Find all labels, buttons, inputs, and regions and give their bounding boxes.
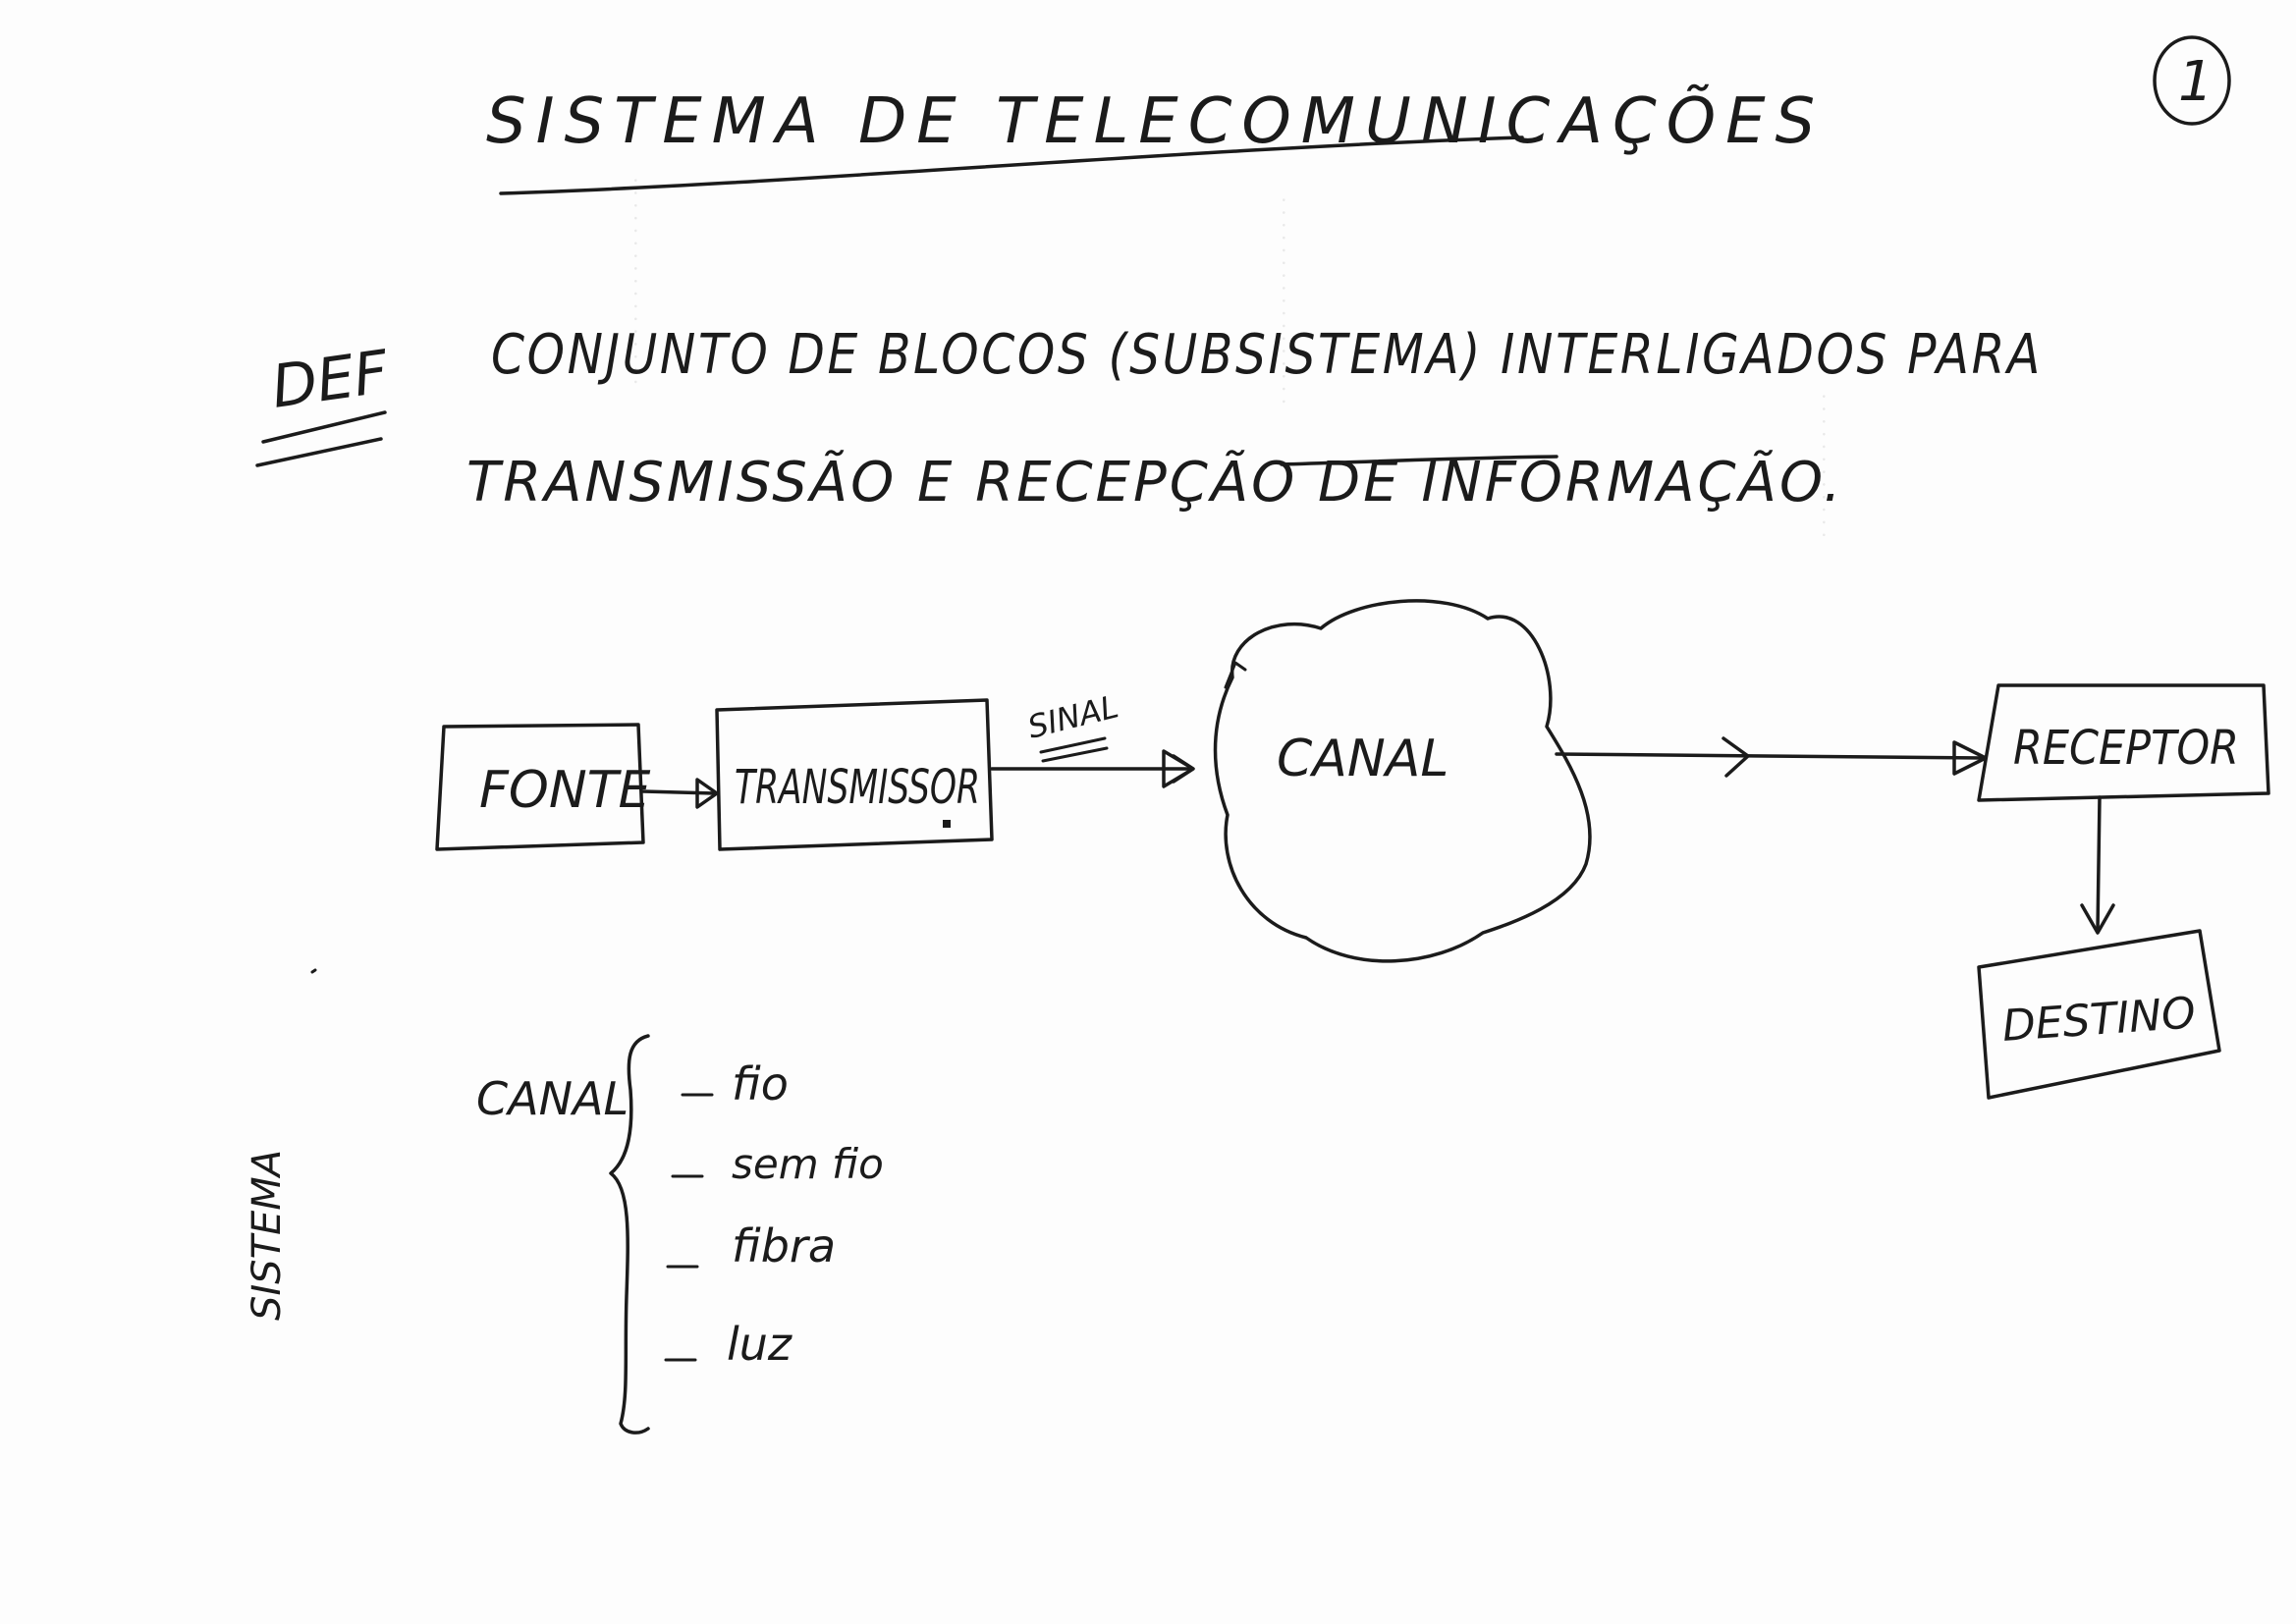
- channel-cloud: [1213, 599, 1592, 963]
- channel-type-2: sem fio: [732, 1140, 884, 1188]
- channel-type-4: luz: [727, 1318, 793, 1371]
- receiver-label: RECEPTOR: [2013, 721, 2239, 776]
- page-title: SISTEMA DE TELECOMUNICAÇÕES: [486, 84, 1825, 158]
- keyword-underline: [1280, 455, 1558, 466]
- channel-types-label: CANAL: [476, 1072, 629, 1125]
- destination-label: DESTINO: [2000, 988, 2197, 1052]
- definition-label: DEF: [267, 338, 394, 422]
- transmitter-ink-dot: [943, 820, 951, 828]
- svg-text:· · · · · · · · · · · · · · ·: · · · · · · · · · · · · · · · · ·: [624, 177, 648, 386]
- page-number: 1: [2178, 50, 2214, 114]
- channel-types: CANAL fio sem fio fibra luz: [476, 1034, 884, 1435]
- signal-label-underline-2: [1041, 746, 1109, 763]
- margin-dot: [310, 968, 317, 974]
- bleed-through-texture: · · · · · · · · · · · · · · · · · · · · …: [624, 177, 1836, 538]
- arrowhead-receiver-to-destination: [2080, 903, 2115, 935]
- signal-label-underline-1: [1039, 736, 1107, 754]
- arrowhead-transmitter-to-channel: [1162, 749, 1195, 788]
- definition-line-2: TRANSMISSÃO E RECEPÇÃO DE INFORMAÇÃO.: [466, 451, 1844, 514]
- definition-line-2-end: .: [1824, 451, 1844, 514]
- channel-label: CANAL: [1277, 730, 1449, 788]
- arrow-channel-to-receiver: [1555, 752, 1986, 760]
- source-block: [435, 723, 645, 851]
- page-number-circle: [2153, 35, 2231, 126]
- definition-line-2-start: TRANSMISSÃO E RECEPÇÃO DE: [466, 451, 1421, 514]
- definition-label-underline-1: [261, 410, 387, 444]
- channel-types-brace: [609, 1034, 650, 1435]
- svg-text:· · · · · · · · · · · · · · ·: · · · · · · · · · · · · · · · · ·: [1272, 196, 1296, 406]
- transmitter-label: TRANSMISSOR: [735, 760, 980, 815]
- title-underline: [499, 135, 1524, 195]
- svg-text:· · · · · · · · · · · ·: · · · · · · · · · · · ·: [1812, 393, 1836, 538]
- arrow-source-to-transmitter: [641, 789, 717, 795]
- arrow-receiver-to-destination: [2096, 795, 2102, 933]
- definition-label-underline-2: [255, 437, 383, 467]
- transmitter-block: [715, 698, 994, 851]
- source-label: FONTE: [479, 761, 651, 820]
- block-diagram: FONTE TRANSMISSOR SINAL CANAL RECEPTOR D…: [435, 599, 2270, 1100]
- definition-line-1: CONJUNTO DE BLOCOS (SUBSISTEMA) INTERLIG…: [491, 323, 2043, 387]
- margin-note: SISTEMA: [245, 1150, 290, 1321]
- receiver-block: [1977, 683, 2270, 802]
- channel-type-1: fio: [732, 1057, 789, 1110]
- destination-block: [1977, 929, 2221, 1100]
- channel-type-3: fibra: [732, 1219, 836, 1272]
- definition-keyword: INFORMAÇÃO: [1421, 451, 1823, 514]
- channel-cloud-tick: [1224, 661, 1247, 689]
- arrow-channel-mid-chevron: [1722, 736, 1750, 778]
- arrowhead-source-to-transmitter: [695, 778, 719, 809]
- signal-label: SINAL: [1024, 687, 1122, 745]
